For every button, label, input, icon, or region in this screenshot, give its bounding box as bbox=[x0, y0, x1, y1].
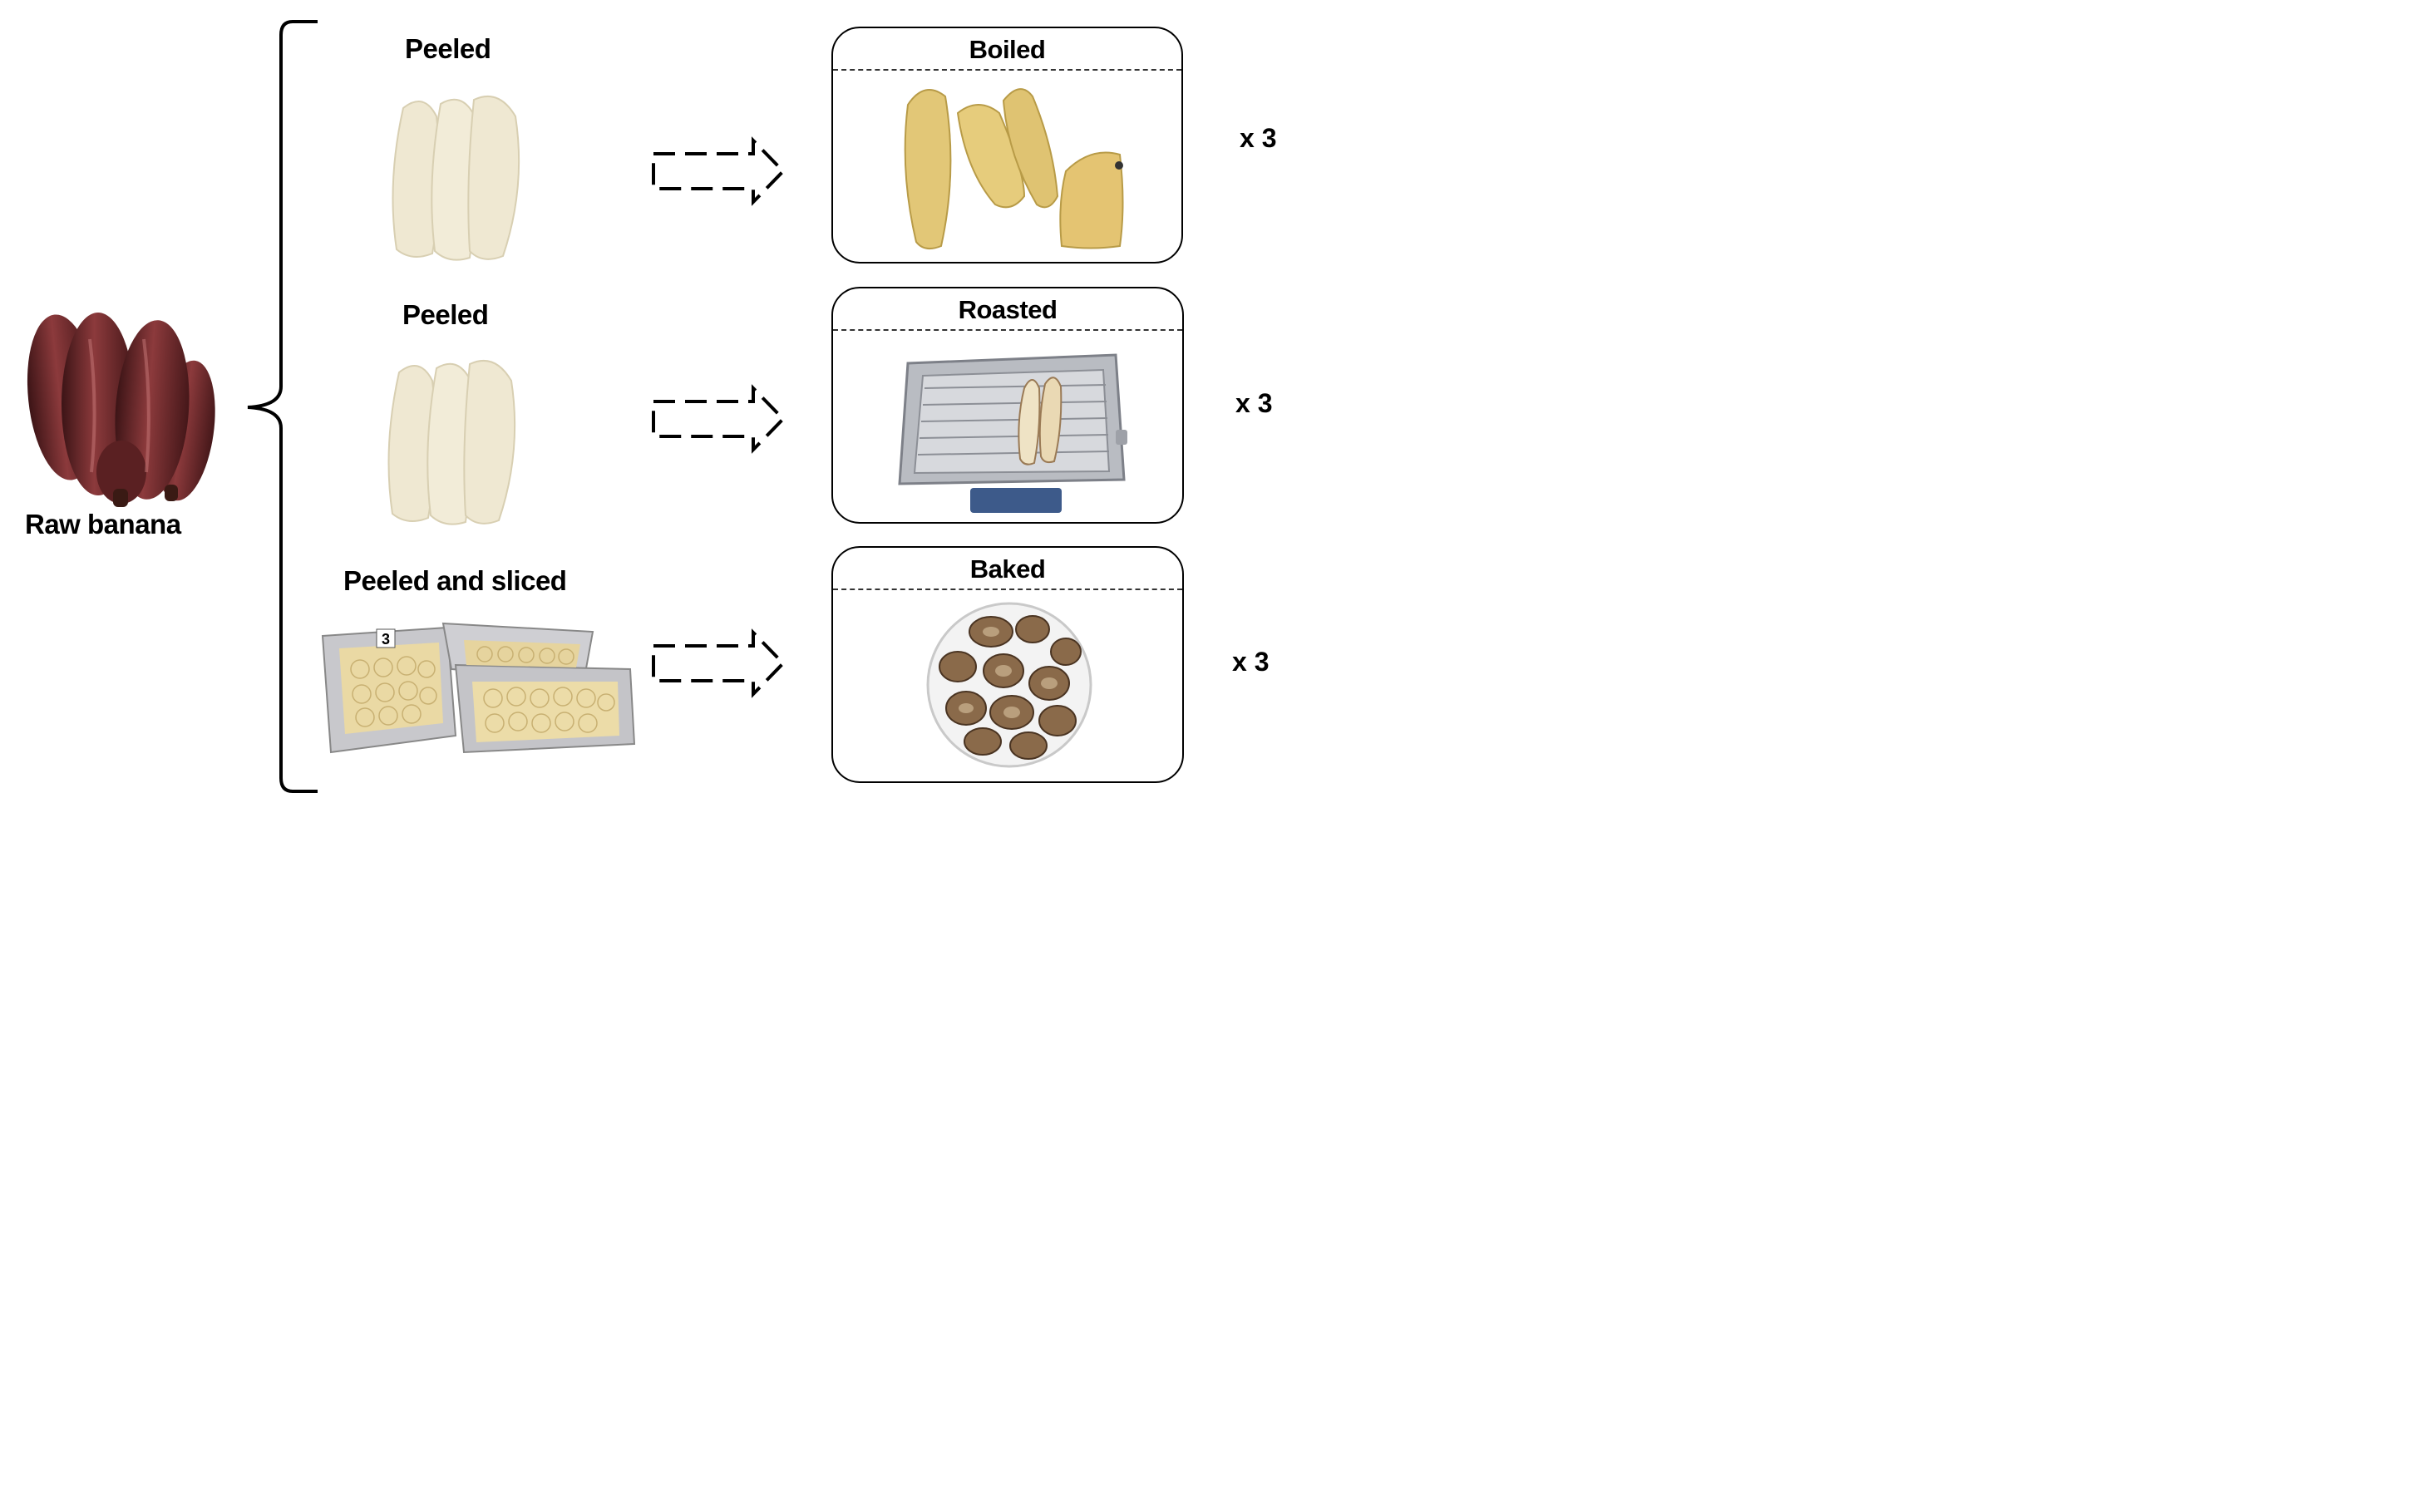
replicate-multiplier: x 3 bbox=[1235, 388, 1273, 418]
raw-banana-label: Raw banana bbox=[25, 509, 181, 539]
replicate-multiplier: x 3 bbox=[1240, 123, 1277, 153]
raw-banana-image bbox=[27, 313, 215, 507]
title-divider bbox=[833, 329, 1182, 331]
result-title: Boiled bbox=[969, 35, 1046, 64]
title-divider bbox=[833, 589, 1182, 590]
result-title: Baked bbox=[969, 554, 1046, 584]
roaster-image bbox=[898, 353, 1127, 513]
result-box-roasted: Roasted bbox=[831, 287, 1184, 524]
process-arrow bbox=[652, 136, 786, 206]
prep-label: Peeled and sliced bbox=[343, 565, 567, 596]
result-box-baked: Baked bbox=[831, 546, 1184, 783]
peeled-banana-image bbox=[392, 96, 520, 261]
process-arrow bbox=[652, 628, 786, 698]
sliced-banana-foil-image: 3 bbox=[321, 622, 636, 754]
tray-number: 3 bbox=[382, 631, 390, 648]
result-title: Roasted bbox=[958, 295, 1058, 324]
grouping-brace bbox=[247, 20, 318, 793]
replicate-multiplier: x 3 bbox=[1232, 647, 1270, 677]
peeled-banana-image bbox=[387, 360, 516, 525]
boiled-banana-image bbox=[904, 88, 1124, 250]
prep-label: Peeled bbox=[405, 33, 491, 64]
baked-chips-image bbox=[926, 602, 1092, 768]
process-arrow bbox=[652, 384, 786, 454]
title-divider bbox=[833, 69, 1181, 71]
result-box-boiled: Boiled bbox=[831, 27, 1183, 263]
prep-label: Peeled bbox=[402, 299, 489, 330]
